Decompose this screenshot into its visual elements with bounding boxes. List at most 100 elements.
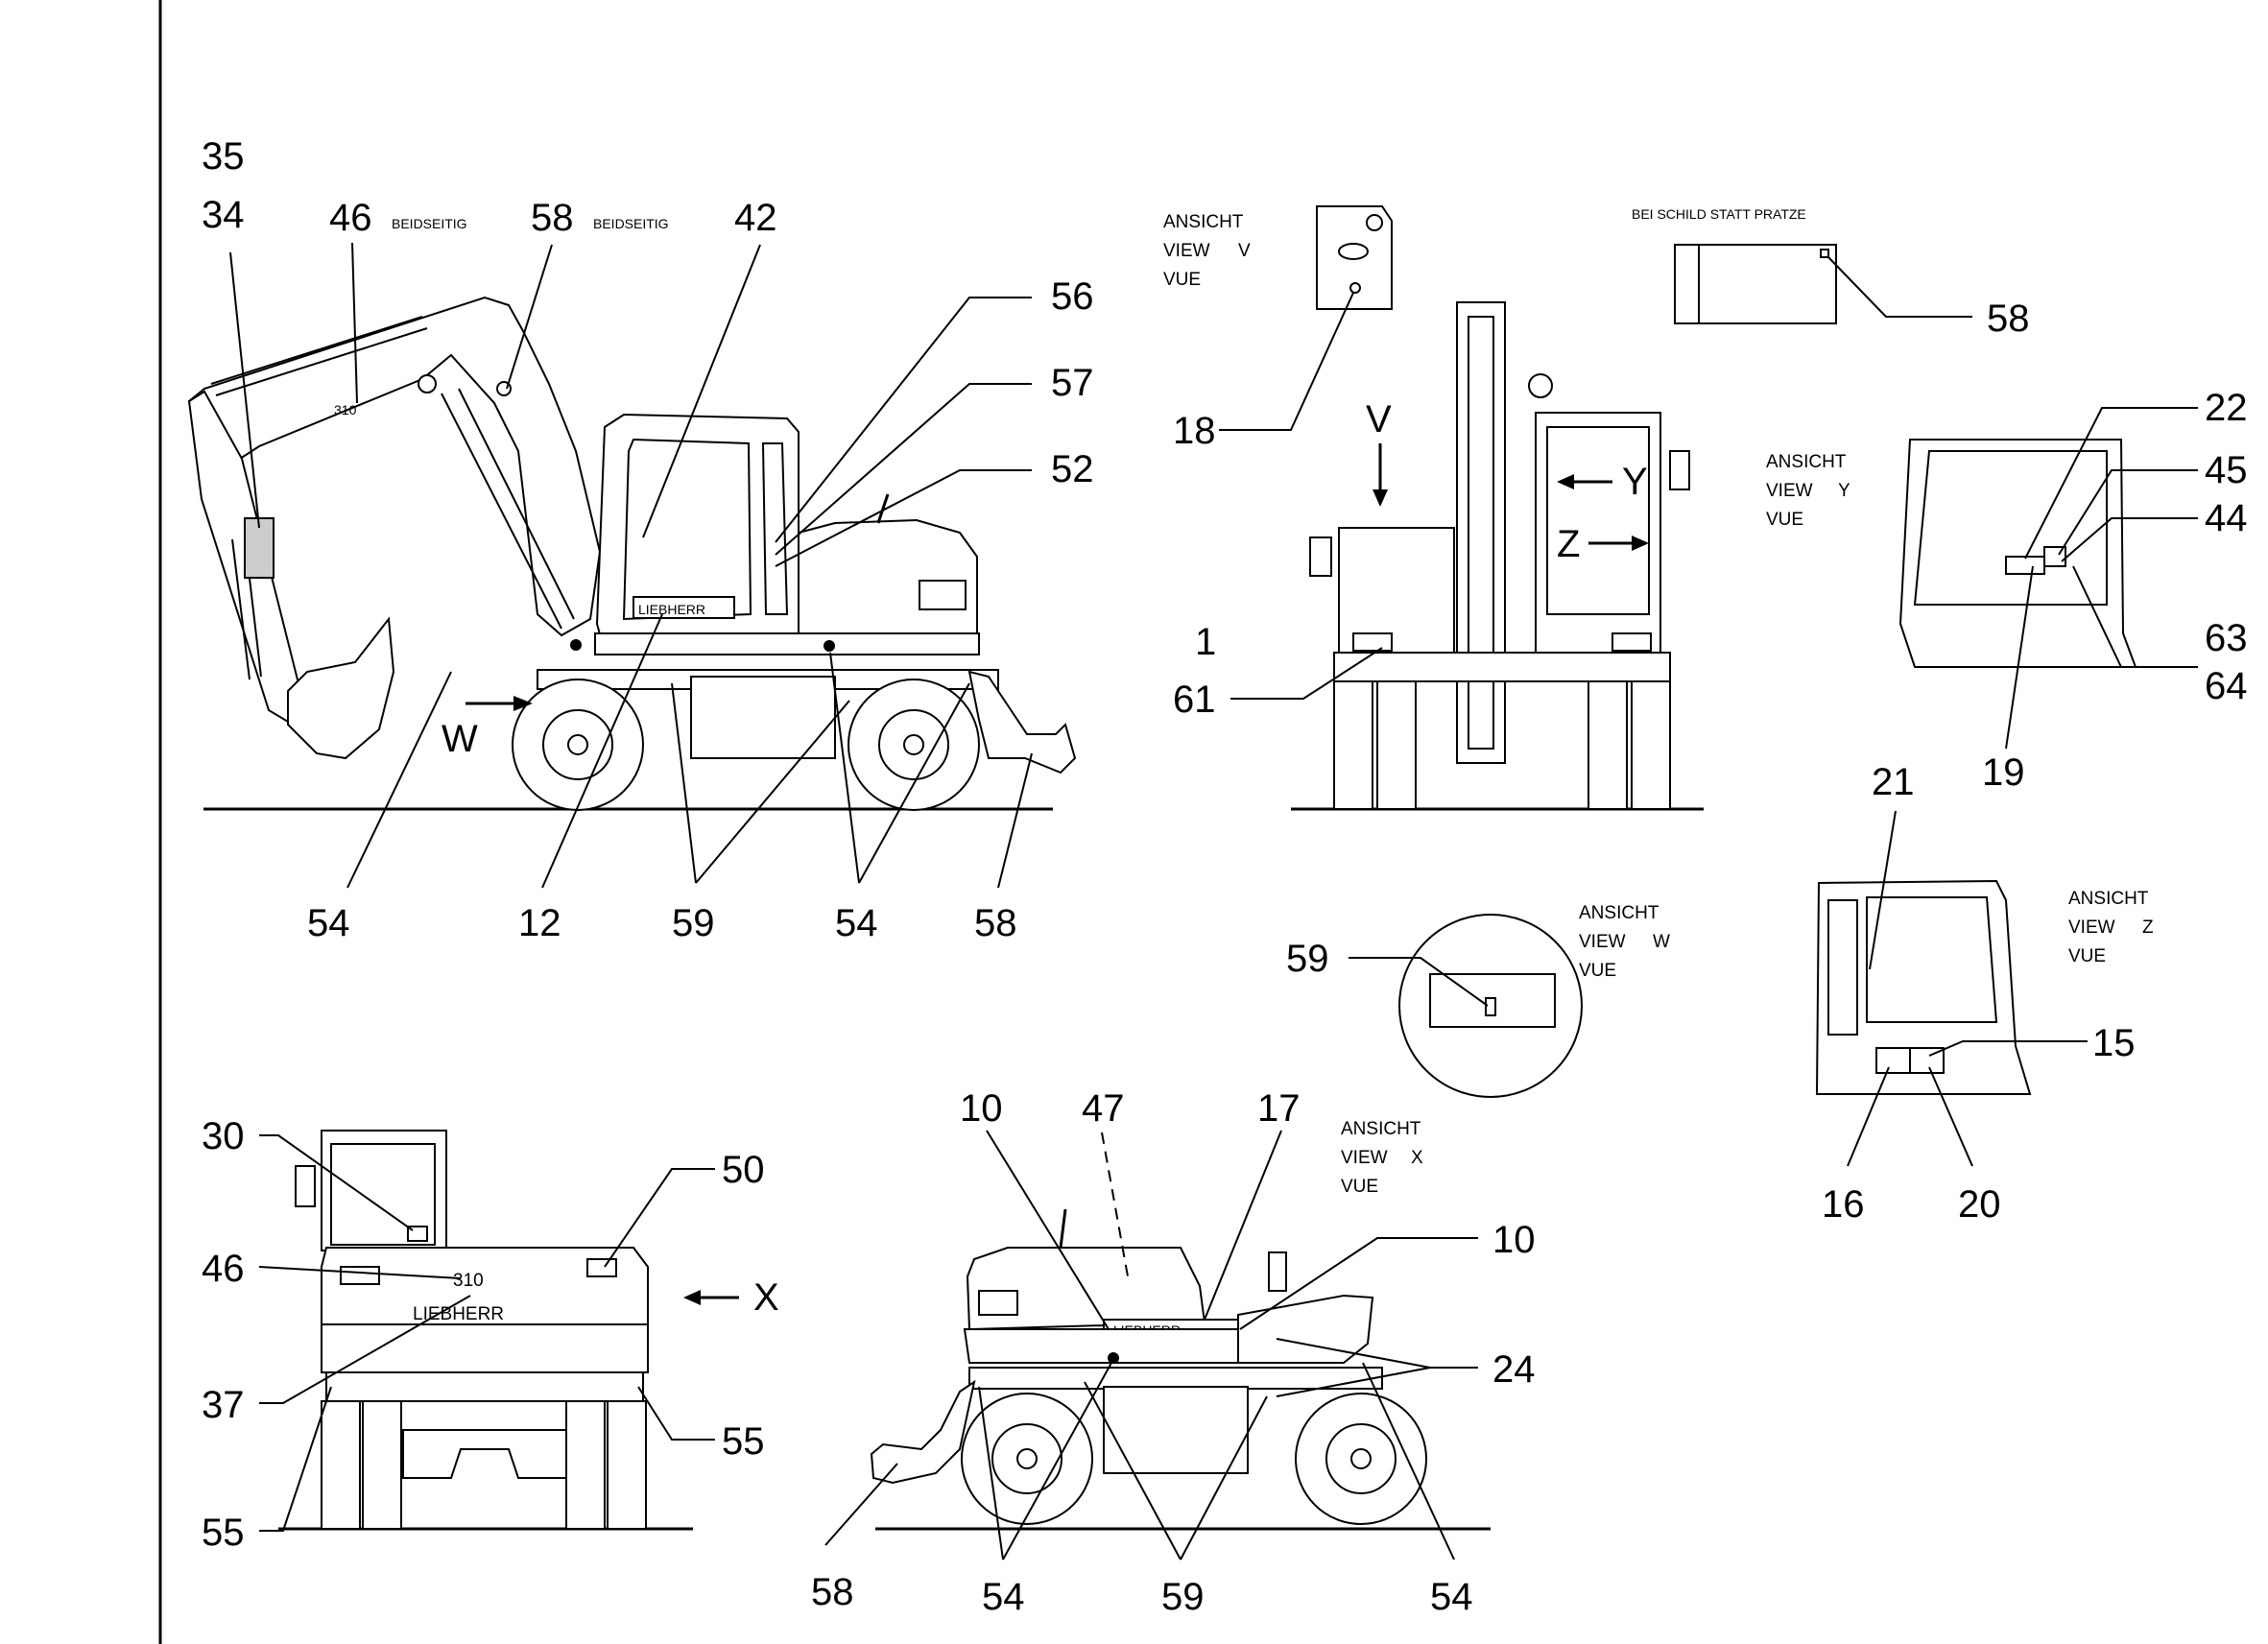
arrow-w-head	[513, 696, 533, 711]
front-wheel-l2	[1376, 680, 1417, 810]
arrow-z-label: Z	[1557, 523, 1580, 565]
leader-55a	[259, 1386, 332, 1532]
leader-24	[1276, 1338, 1478, 1397]
x-upper-deck	[963, 1328, 1245, 1364]
leader-42	[642, 244, 761, 538]
boom-front	[1456, 301, 1506, 764]
x-hub-rear	[1325, 1423, 1397, 1494]
arrow-x-head	[683, 1290, 701, 1305]
rear-view: LIEBHERR 310 X 30 50 46 37 55 55	[202, 1115, 779, 1554]
view-y-cab	[1898, 439, 2137, 668]
view-w-line3: VUE	[1579, 961, 1616, 981]
callout-50: 50	[722, 1149, 765, 1191]
view-v-line3: VUE	[1163, 270, 1201, 290]
leader-10a	[986, 1130, 1110, 1330]
leader-55b	[637, 1386, 715, 1441]
callout-58a: 58	[531, 197, 574, 239]
rear-chassis	[325, 1371, 644, 1402]
view-v-detail	[1316, 205, 1393, 310]
leader-18	[1219, 292, 1354, 431]
boom-cylinder-lower-2	[458, 388, 575, 620]
leader-16	[1847, 1066, 1890, 1167]
view-w: ANSICHT VIEW W VUE 59	[1286, 903, 1670, 1098]
model-text-rear: 310	[453, 1271, 484, 1291]
leader-47	[1101, 1132, 1129, 1277]
leader-46b	[258, 1266, 462, 1279]
leader-50	[604, 1168, 715, 1268]
arrow-z-head	[1632, 536, 1649, 551]
view-y-line2: VIEW	[1766, 481, 1813, 501]
mirror-front-left	[1309, 536, 1332, 577]
view-w-decal	[1485, 997, 1496, 1016]
arrow-v-head	[1373, 489, 1388, 507]
callout-58d: 58	[811, 1571, 854, 1613]
brand-plate	[633, 596, 735, 619]
callout-44: 44	[2205, 497, 2248, 539]
view-z-line1: ANSICHT	[2068, 889, 2149, 909]
rear-wheel-l1	[321, 1400, 361, 1530]
callout-46a: 46	[329, 197, 372, 239]
cab-front-window	[1546, 426, 1650, 615]
leader-54c	[978, 1362, 1112, 1561]
rear-decal-50	[586, 1258, 617, 1277]
rear-mirror	[295, 1165, 316, 1207]
view-x-line2: VIEW	[1341, 1148, 1388, 1168]
view-y-decal-45	[2043, 546, 2066, 567]
callout-34: 34	[202, 194, 245, 236]
callout-16: 16	[1822, 1183, 1865, 1226]
callout-55b: 55	[722, 1420, 765, 1463]
callout-59a: 59	[672, 902, 715, 944]
callout-10b: 10	[1492, 1219, 1536, 1261]
arrow-w-label: W	[442, 718, 478, 760]
view-v-oval	[1338, 243, 1369, 260]
callout-47: 47	[1082, 1087, 1125, 1130]
x-outrigger	[870, 1379, 976, 1485]
x-axle-front	[1016, 1448, 1038, 1469]
leader-63	[2072, 565, 2198, 668]
leader-37	[259, 1295, 471, 1404]
leader-10b	[1239, 1237, 1478, 1330]
view-x-letter: X	[1411, 1148, 1423, 1168]
rear-wheel-l2	[362, 1400, 402, 1530]
front-lamp-left	[1352, 632, 1393, 652]
leader-59b	[1084, 1381, 1268, 1561]
view-w-line1: ANSICHT	[1579, 903, 1659, 923]
arrow-x-label: X	[753, 1276, 779, 1319]
x-chassis-box	[1103, 1386, 1249, 1474]
callout-15: 15	[2092, 1022, 2136, 1064]
callout-37: 37	[202, 1384, 245, 1426]
view-v-letter: V	[1238, 241, 1251, 261]
bucket	[287, 616, 395, 760]
callout-42: 42	[734, 197, 777, 239]
cab-window-rear	[761, 442, 789, 615]
x-hub-front	[991, 1423, 1062, 1494]
callout-12: 12	[518, 902, 561, 944]
rear-decal-30	[407, 1226, 428, 1242]
x-boom-base	[1237, 1294, 1374, 1364]
leader-57	[775, 383, 1032, 556]
leader-59w	[1349, 957, 1489, 1007]
cab-window	[622, 438, 752, 621]
callout-21: 21	[1872, 761, 1915, 803]
view-z-door-window	[1827, 899, 1858, 1036]
front-wheel-r2	[1631, 680, 1671, 810]
view-y-line1: ANSICHT	[1766, 452, 1847, 472]
callout-20: 20	[1958, 1183, 2001, 1226]
callout-54d: 54	[1430, 1576, 1473, 1618]
decal-dot-54b-side	[824, 640, 835, 652]
note-bei-schild: BEI SCHILD STATT PRATZE	[1632, 206, 1806, 222]
beacon	[1528, 373, 1553, 398]
blade-decal	[1820, 249, 1829, 258]
leader-30	[259, 1134, 414, 1231]
leader-44	[2061, 517, 2198, 562]
leader-54d	[1362, 1362, 1455, 1561]
front-wheel-l1	[1333, 680, 1373, 810]
view-w-letter: W	[1653, 932, 1670, 952]
callout-30: 30	[202, 1115, 245, 1157]
upper-deck	[594, 632, 980, 655]
note-beidseitig-1: BEIDSEITIG	[392, 216, 467, 231]
blade-detail	[1674, 244, 1837, 324]
callout-59b: 59	[1161, 1576, 1205, 1618]
mirror-front	[1669, 450, 1690, 490]
